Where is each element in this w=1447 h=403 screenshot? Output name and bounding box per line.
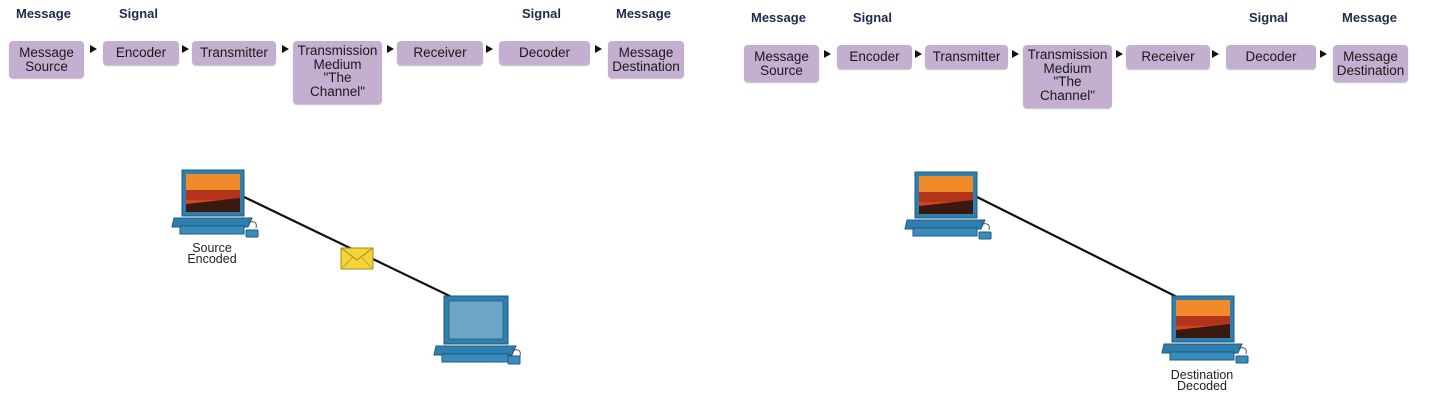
arrow-right-icon	[1116, 50, 1123, 58]
header-message-left: Message	[751, 10, 806, 25]
arrow-right-icon	[182, 45, 189, 53]
network-link	[974, 195, 1184, 301]
source-pc-label: Source Encoded	[187, 241, 237, 266]
stage-transmission-medium: Transmission Medium "The Channel"	[293, 41, 382, 104]
stage-decoder: Decoder	[499, 41, 590, 65]
stage-message-destination: Message Destination	[608, 41, 684, 78]
stage-message-source: Message Source	[744, 45, 819, 82]
arrow-right-icon	[595, 45, 602, 53]
pc-icon[interactable]	[430, 294, 526, 370]
envelope-icon[interactable]	[340, 247, 374, 270]
arrow-right-icon	[915, 50, 922, 58]
header-signal-left: Signal	[853, 10, 893, 25]
stage-receiver: Receiver	[1126, 45, 1210, 69]
pc-icon[interactable]	[1160, 292, 1252, 370]
arrow-right-icon	[486, 45, 493, 53]
arrow-right-icon	[387, 45, 394, 53]
network-link	[241, 195, 459, 301]
arrow-right-icon	[1212, 50, 1219, 58]
arrow-right-icon	[282, 45, 289, 53]
stage-message-destination: Message Destination	[1333, 45, 1408, 82]
header-message-right: Message	[1342, 10, 1397, 25]
stage-encoder: Encoder	[103, 41, 179, 65]
destination-pc-label: Destination Decoded	[1170, 368, 1234, 393]
right-panel: Message Signal Signal Message Message So…	[735, 0, 1447, 403]
left-panel: Message Signal Signal Message Message So…	[0, 0, 720, 403]
arrow-right-icon	[824, 50, 831, 58]
stage-receiver: Receiver	[397, 41, 483, 65]
header-signal-right: Signal	[522, 6, 562, 21]
header-signal-right: Signal	[1249, 10, 1289, 25]
stage-decoder: Decoder	[1226, 45, 1316, 69]
stage-message-source: Message Source	[9, 41, 84, 78]
stage-encoder: Encoder	[837, 45, 912, 69]
pc-icon[interactable]	[903, 166, 995, 244]
arrow-right-icon	[1320, 50, 1327, 58]
stage-transmission-medium: Transmission Medium "The Channel"	[1023, 45, 1112, 108]
arrow-right-icon	[90, 45, 97, 53]
arrow-right-icon	[1012, 50, 1019, 58]
header-signal-left: Signal	[119, 6, 159, 21]
header-message-left: Message	[16, 6, 71, 21]
stage-transmitter: Transmitter	[925, 45, 1008, 69]
header-message-right: Message	[616, 6, 671, 21]
pc-icon[interactable]	[170, 164, 262, 242]
stage-transmitter: Transmitter	[192, 41, 276, 65]
